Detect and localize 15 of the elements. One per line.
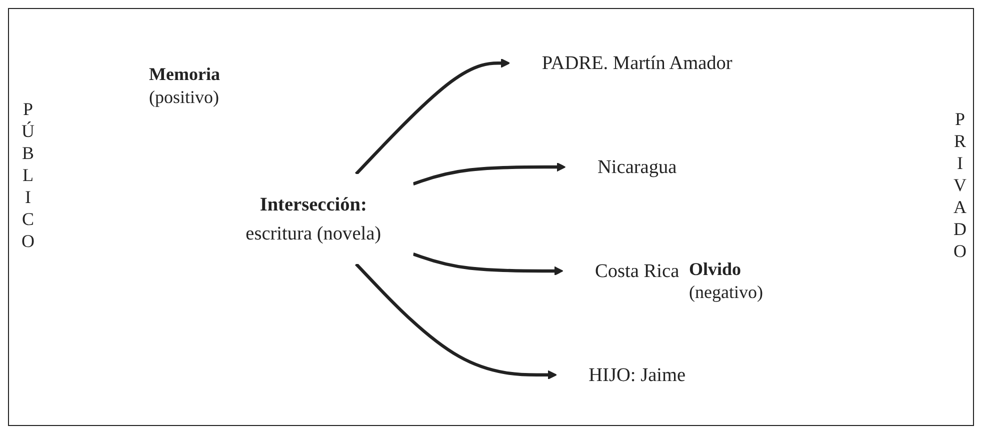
node-text: PADRE. Martín Amador: [542, 52, 732, 74]
side-label: PÚBLICO: [17, 99, 38, 253]
node-text: Intersección: escritura (novela): [246, 193, 382, 244]
node-text: Nicaragua: [597, 156, 677, 178]
heading-label: Memoria: [149, 64, 220, 85]
heading-label: Olvido: [689, 259, 742, 280]
note-label: (positivo): [149, 87, 219, 108]
arrow: [354, 262, 557, 380]
node-text: Costa Rica: [595, 260, 680, 282]
note-label: (negativo): [689, 282, 763, 303]
node-text: HIJO: Jaime: [588, 364, 686, 386]
side-label: PRIVADO: [949, 109, 970, 263]
arrow: [412, 162, 566, 186]
arrow: [412, 252, 564, 276]
arrow: [354, 58, 510, 176]
